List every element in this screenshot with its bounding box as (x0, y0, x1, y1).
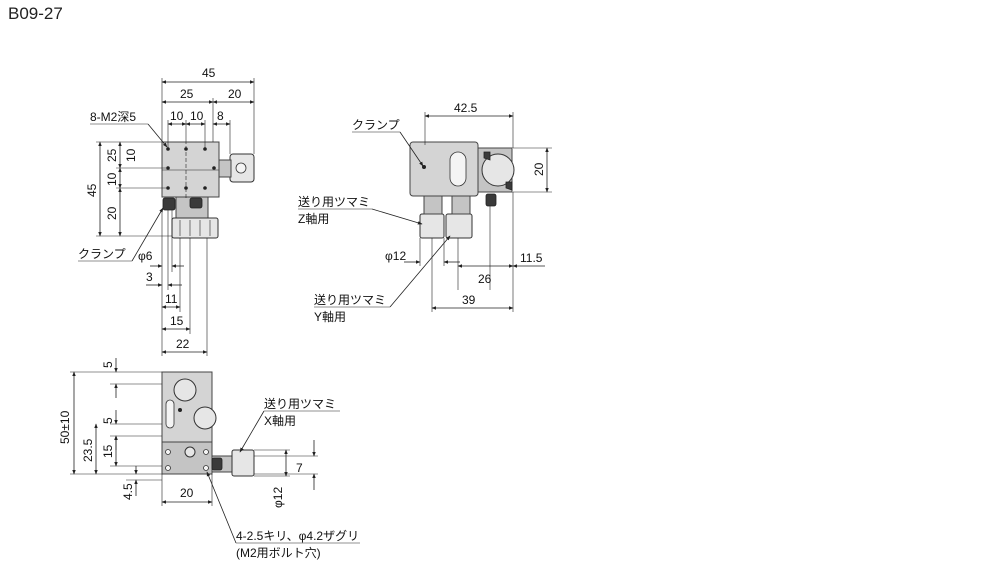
dim-top-7: 7 (296, 461, 303, 475)
dim-top-5b: 5 (101, 417, 115, 424)
side-knob-z (419, 213, 445, 239)
label-side-clamp: クランプ (352, 118, 400, 132)
dim-front-15: 15 (170, 314, 184, 328)
drawing-title: B09-27 (8, 4, 63, 23)
dim-front-h10a: 10 (105, 172, 119, 186)
dim-side-20: 20 (532, 162, 546, 176)
dim-front-25: 25 (180, 87, 194, 101)
front-view: 45 25 20 10 10 8 8-M2深5 45 25 10 10 (78, 66, 255, 356)
dim-top-5a: 5 (101, 361, 115, 368)
label-x-knob-1: 送り用ツマミ (264, 396, 336, 411)
dim-side-phi12: φ12 (385, 249, 406, 263)
dim-front-phi6: φ6 (138, 249, 153, 263)
dim-side-11-5: 11.5 (520, 251, 543, 265)
dim-front-20: 20 (228, 87, 242, 101)
top-view: 7 φ12 送り用ツマミ X軸用 50±10 5 5 23.5 15 4.5 (58, 358, 360, 560)
label-thread: 8-M2深5 (90, 110, 136, 124)
dim-side-42-5: 42.5 (454, 101, 478, 115)
front-thread-holes (166, 147, 216, 190)
dim-front-22: 22 (176, 337, 190, 351)
front-bottom-knob (171, 217, 219, 239)
dim-front-3: 3 (146, 270, 153, 284)
label-holes-2: (M2用ボルト穴) (236, 545, 321, 560)
top-knob-x (231, 449, 255, 477)
label-holes-1: 4-2.5キリ、φ4.2ザグリ (236, 529, 359, 543)
dim-front-10a: 10 (170, 109, 184, 123)
dim-top-phi12: φ12 (271, 487, 285, 508)
dim-top-20: 20 (180, 486, 194, 500)
dim-front-h45: 45 (85, 183, 99, 197)
dim-top-15: 15 (101, 444, 115, 458)
label-x-knob-2: X軸用 (264, 414, 296, 428)
dim-front-h20: 20 (105, 206, 119, 220)
dim-front-8: 8 (217, 109, 224, 123)
dim-front-h10b: 10 (124, 148, 138, 162)
dim-front-10b: 10 (190, 109, 204, 123)
dim-front-45: 45 (202, 66, 216, 80)
label-front-clamp: クランプ (78, 247, 126, 261)
label-y-knob-2: Y軸用 (314, 310, 346, 324)
side-knob-y (445, 213, 473, 239)
dim-side-26: 26 (478, 272, 492, 286)
front-clamp (162, 197, 176, 211)
dim-front-11: 11 (165, 292, 178, 306)
label-y-knob-1: 送り用ツマミ (314, 292, 386, 307)
dim-top-4-5: 4.5 (121, 483, 135, 500)
side-view: 42.5 20 クランプ 送り用ツマミ Z軸用 φ12 26 11.5 39 (298, 101, 552, 324)
front-stage-body (161, 141, 220, 198)
dim-top-travel: 50±10 (58, 410, 72, 444)
dim-front-h25: 25 (105, 148, 119, 162)
label-z-knob-1: 送り用ツマミ (298, 194, 370, 209)
label-z-knob-2: Z軸用 (298, 212, 329, 226)
dim-top-23-5: 23.5 (81, 438, 95, 462)
side-stage-body (409, 141, 479, 197)
dim-side-39: 39 (462, 293, 476, 307)
